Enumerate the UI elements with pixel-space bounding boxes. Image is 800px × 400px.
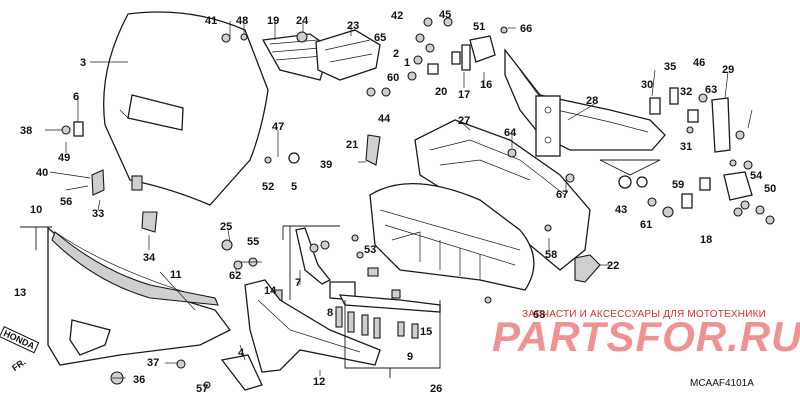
callout-60: 60 <box>387 72 399 84</box>
callout-68: 68 <box>533 309 545 321</box>
callout-35: 35 <box>664 61 676 73</box>
callout-7: 7 <box>295 277 301 289</box>
callout-9: 9 <box>407 351 413 363</box>
callout-55: 55 <box>247 236 259 248</box>
callout-51: 51 <box>473 21 485 33</box>
callout-62: 62 <box>229 270 241 282</box>
callout-22: 22 <box>607 260 619 272</box>
callout-10: 10 <box>30 204 42 216</box>
callout-65: 65 <box>374 32 386 44</box>
callout-61: 61 <box>640 219 652 231</box>
callout-47: 47 <box>272 121 284 133</box>
callout-66: 66 <box>520 23 532 35</box>
callout-34: 34 <box>143 252 156 264</box>
callout-19: 19 <box>267 15 279 27</box>
callout-44: 44 <box>378 113 391 125</box>
callout-17: 17 <box>458 89 470 101</box>
callout-12: 12 <box>313 376 325 388</box>
callout-39: 39 <box>320 159 332 171</box>
callout-20: 20 <box>435 86 447 98</box>
callout-1: 1 <box>404 57 410 69</box>
callout-30: 30 <box>641 79 653 91</box>
callout-41: 41 <box>205 15 217 27</box>
callout-24: 24 <box>296 15 309 27</box>
callout-50: 50 <box>764 183 776 195</box>
watermark-subtitle: ЗАПЧАСТИ И АКСЕССУАРЫ ДЛЯ МОТОТЕХНИКИ <box>522 309 767 320</box>
watermark-logo: PARTSFOR.RU <box>492 313 800 360</box>
callout-58: 58 <box>545 249 557 261</box>
callout-53: 53 <box>364 244 376 256</box>
trim-strips <box>295 227 441 339</box>
callout-18: 18 <box>700 234 712 246</box>
callout-27: 27 <box>458 115 470 127</box>
callout-16: 16 <box>480 79 492 91</box>
callout-3: 3 <box>80 57 86 69</box>
leader-lines <box>45 21 753 379</box>
callout-5: 5 <box>291 181 297 193</box>
upper-bolt-cluster <box>407 17 508 81</box>
callout-13: 13 <box>14 287 26 299</box>
cowl-trim-strip <box>51 231 219 306</box>
callout-40: 40 <box>36 167 48 179</box>
right-fastener-cluster <box>618 87 775 225</box>
callout-52: 52 <box>262 181 274 193</box>
callout-57: 57 <box>196 383 208 395</box>
callout-4: 4 <box>238 347 245 359</box>
grouping-lines <box>20 159 661 378</box>
callout-36: 36 <box>133 374 145 386</box>
callout-25: 25 <box>220 221 232 233</box>
callout-63: 63 <box>705 84 717 96</box>
callout-42: 42 <box>391 10 403 22</box>
air-vent-assembly <box>261 29 391 97</box>
callout-11: 11 <box>170 269 182 281</box>
callout-56: 56 <box>60 196 72 208</box>
callout-2: 2 <box>393 48 399 60</box>
callout-21: 21 <box>346 139 358 151</box>
callout-37: 37 <box>147 357 159 369</box>
callout-8: 8 <box>327 307 333 319</box>
callout-64: 64 <box>504 127 517 139</box>
callout-31: 31 <box>680 141 692 153</box>
callout-67: 67 <box>556 189 568 201</box>
callout-labels: 41 48 19 24 23 42 45 51 66 65 2 1 60 20 … <box>14 9 776 395</box>
callout-28: 28 <box>586 95 598 107</box>
callout-23: 23 <box>347 20 359 32</box>
callout-38: 38 <box>20 125 32 137</box>
callout-26: 26 <box>430 383 442 395</box>
inner-fairing <box>351 182 552 304</box>
diagram-code: MCAAF4101A <box>690 378 754 389</box>
callout-15: 15 <box>420 326 432 338</box>
callout-6: 6 <box>73 91 79 103</box>
lower-inner-panel <box>244 279 381 373</box>
callout-14: 14 <box>264 285 277 297</box>
callout-32: 32 <box>680 86 692 98</box>
callout-54: 54 <box>750 170 763 182</box>
callout-49: 49 <box>58 152 70 164</box>
callout-33: 33 <box>92 208 104 220</box>
callout-46: 46 <box>693 57 705 69</box>
callout-45: 45 <box>439 9 451 21</box>
stay-bracket <box>504 48 666 157</box>
callout-29: 29 <box>722 64 734 76</box>
callout-43: 43 <box>615 204 627 216</box>
windscreen <box>103 11 269 206</box>
garnish-right <box>574 254 601 283</box>
callout-59: 59 <box>672 179 684 191</box>
callout-48: 48 <box>236 15 248 27</box>
